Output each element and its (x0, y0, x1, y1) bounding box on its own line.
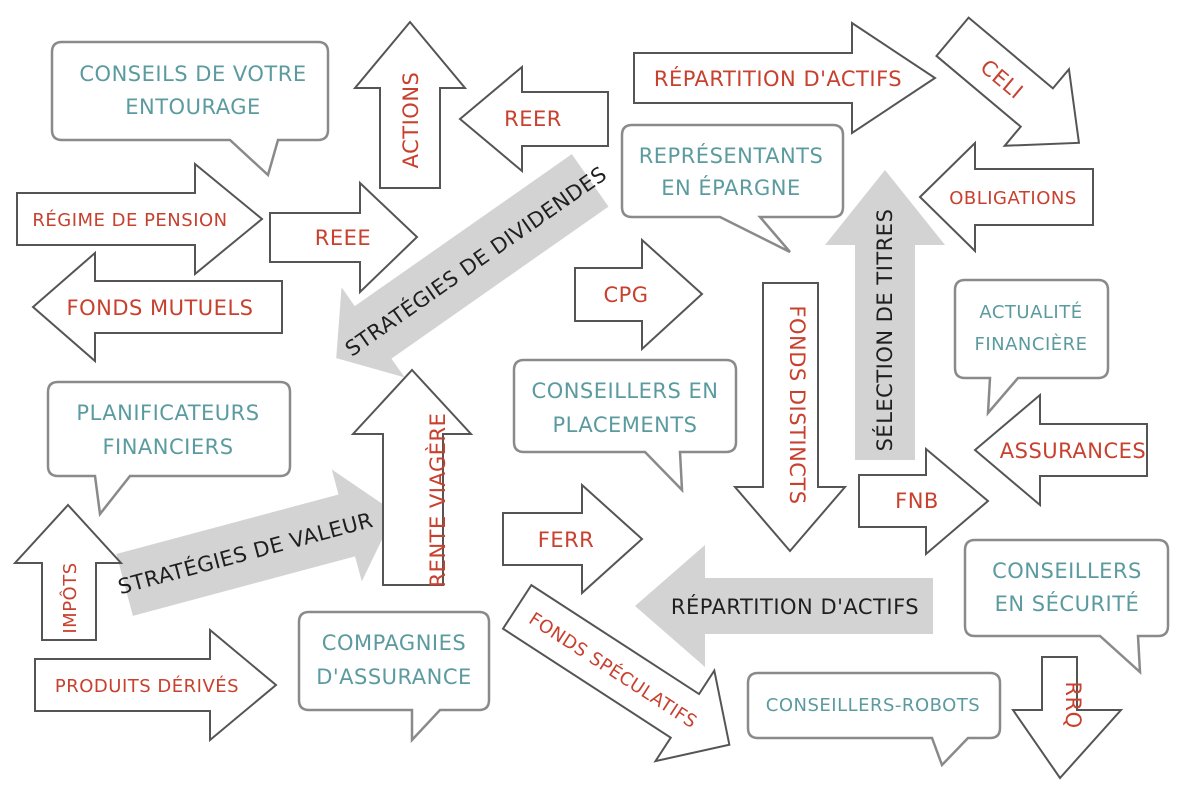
bubble-text-line1: REPRÉSENTANTS (639, 143, 824, 168)
arrow-regime-pension: RÉGIME DE PENSION (16, 161, 264, 277)
arrow-label-repartition-top: RÉPARTITION D'ACTIFS (654, 66, 902, 91)
bubble-conseillers-securite: CONSEILLERS EN SÉCURITÉ (963, 538, 1170, 675)
arrow-label-ferr: FERR (538, 528, 595, 552)
bubble-text-line2: FINANCIÈRE (974, 333, 1087, 355)
arrow-label-produits: PRODUITS DÉRIVÉS (55, 675, 239, 697)
arrow-label-obligations: OBLIGATIONS (949, 188, 1077, 209)
arrow-ferr: FERR (502, 482, 644, 596)
arrow-selection-titres: SÉLECTION DE TITRES (825, 170, 945, 460)
arrow-impots: IMPÔTS (12, 503, 124, 641)
bubble-text-line1: PLANIFICATEURS (76, 401, 259, 425)
arrow-label-fnb: FNB (895, 489, 939, 513)
bubble-conseillers-placements: CONSEILLERS EN PLACEMENTS (512, 358, 738, 494)
bubble-actualite-financiere: ACTUALITÉ FINANCIÈRE (953, 278, 1110, 417)
bubble-representants-epargne: REPRÉSENTANTS EN ÉPARGNE (620, 123, 845, 254)
arrow-label-impots: IMPÔTS (59, 562, 81, 633)
bubble-planificateurs: PLANIFICATEURS FINANCIERS (46, 380, 292, 518)
arrow-obligations: OBLIGATIONS (918, 140, 1094, 254)
arrow-label-rrq: RRQ (1061, 681, 1085, 728)
bubble-text-line1: CONSEILLERS EN (532, 379, 719, 403)
arrow-assurances: ASSURANCES (973, 392, 1148, 508)
bubble-text-line1: CONSEILS DE VOTRE (79, 62, 306, 86)
arrow-rrq: RRQ (1011, 656, 1124, 780)
arrow-actions: ACTIONS (352, 20, 468, 189)
bubble-text-line2: ENTOURAGE (125, 95, 260, 119)
arrow-fonds-distincts: FONDS DISTINCTS (732, 282, 848, 553)
arrow-celi: CELI (935, 16, 1081, 147)
arrow-label-reee: REEE (315, 226, 371, 250)
arrow-repartition-bottom: RÉPARTITION D'ACTIFS (635, 545, 933, 667)
bubble-text-line2: PLACEMENTS (552, 413, 697, 437)
bubble-text-line2: EN SÉCURITÉ (995, 591, 1140, 616)
arrow-label-assurances: ASSURANCES (1000, 439, 1146, 463)
arrow-label-repartition-bottom: RÉPARTITION D'ACTIFS (671, 594, 919, 619)
bubble-text-line1: CONSEILLERS (992, 559, 1142, 583)
arrow-fnb: FNB (858, 446, 990, 557)
bubble-text-line2: FINANCIERS (102, 435, 233, 459)
bubble-text-line1: ACTUALITÉ (979, 301, 1082, 323)
arrow-label-rente: RENTE VIAGÈRE (425, 413, 450, 588)
arrow-produits-derives: PRODUITS DÉRIVÉS (34, 627, 278, 743)
arrow-label-regime: RÉGIME DE PENSION (32, 209, 227, 231)
arrow-fonds-mutuels: FONDS MUTUELS (31, 250, 283, 364)
arrow-label-actions: ACTIONS (399, 72, 423, 169)
arrow-label-titres: SÉLECTION DE TITRES (872, 209, 897, 452)
arrow-label-fonds-mutuels: FONDS MUTUELS (67, 296, 254, 320)
arrow-reer: REER (458, 64, 609, 174)
arrow-repartition-top: RÉPARTITION D'ACTIFS (633, 21, 937, 135)
arrow-label-reer: REER (504, 107, 562, 131)
bubble-conseils-entourage: CONSEILS DE VOTRE ENTOURAGE (50, 40, 330, 178)
bubble-conseillers-robots: CONSEILLERS-ROBOTS (746, 671, 1002, 768)
arrow-label-cpg: CPG (603, 283, 648, 307)
arrow-reee: REEE (269, 180, 419, 295)
bubble-text-line2: D'ASSURANCE (316, 665, 472, 689)
arrow-cpg: CPG (574, 237, 704, 352)
arrow-label-fonds-distincts: FONDS DISTINCTS (785, 305, 809, 504)
bubble-compagnies-assurance: COMPAGNIES D'ASSURANCE (297, 610, 491, 744)
bubble-text-line1: COMPAGNIES (322, 631, 466, 655)
bubble-text-line2: EN ÉPARGNE (661, 175, 800, 200)
bubble-text-line1: CONSEILLERS-ROBOTS (766, 695, 980, 716)
arrow-rente-viagere: RENTE VIAGÈRE (350, 368, 474, 588)
